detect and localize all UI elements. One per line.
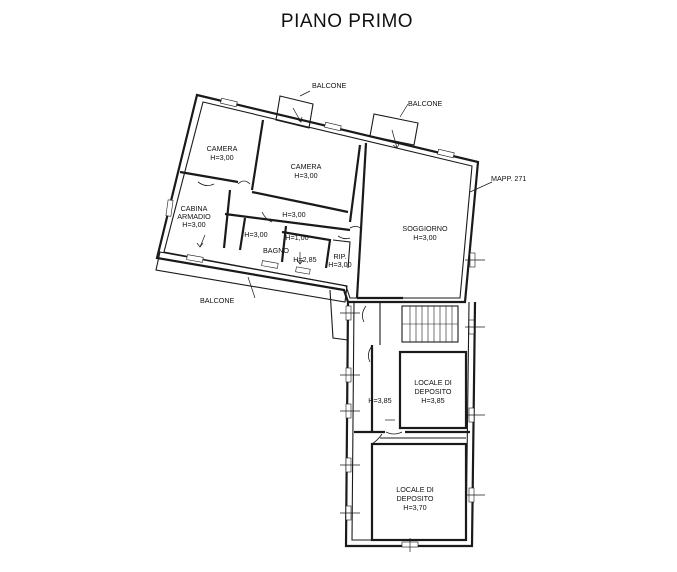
doors bbox=[196, 180, 403, 445]
deposito-1-name-line1: LOCALE DI bbox=[414, 378, 452, 387]
camera-2-height: H=3,00 bbox=[294, 171, 317, 180]
rip-height: H=3,00 bbox=[328, 260, 351, 269]
lower-interior-walls bbox=[354, 345, 470, 542]
soggiorno-name: SOGGIORNO bbox=[402, 224, 448, 233]
parcel-ref-label: MAPP. 271 bbox=[491, 174, 526, 183]
rip-name: RIP. bbox=[333, 252, 346, 261]
corridor-left-height: H=3,00 bbox=[244, 230, 267, 239]
deposito-2-name-line1: LOCALE DI bbox=[396, 485, 434, 494]
deposito-2-name-line2: DEPOSITO bbox=[396, 494, 433, 503]
staircase bbox=[401, 305, 459, 343]
camera-2-name: CAMERA bbox=[291, 162, 322, 171]
deposito-1-height: H=3,85 bbox=[421, 396, 444, 405]
soggiorno-height: H=3,00 bbox=[413, 233, 436, 242]
balcony-top-left-label: BALCONE bbox=[312, 81, 347, 90]
corridor-upper-height: H=3,00 bbox=[282, 210, 305, 219]
deposito-1-name-line2: DEPOSITO bbox=[414, 387, 451, 396]
balcony-top-right-label: BALCONE bbox=[408, 99, 443, 108]
parcel-leader-line bbox=[469, 181, 493, 193]
shaft-height: H=1,00 bbox=[285, 233, 308, 242]
cabina-name-line2: ARMADIO bbox=[177, 212, 211, 221]
deposito-2-height: H=3,70 bbox=[403, 503, 426, 512]
corridor-lower-height: H=3,85 bbox=[368, 396, 391, 405]
bagno-height: H=2,85 bbox=[293, 255, 316, 264]
camera-1-height: H=3,00 bbox=[210, 153, 233, 162]
balcony-bottom-label: BALCONE bbox=[200, 296, 235, 305]
cabina-height: H=3,00 bbox=[182, 220, 205, 229]
bagno-name: BAGNO bbox=[263, 246, 289, 255]
room-labels: CAMERA H=3,00 CAMERA H=3,00 CABINA ARMAD… bbox=[177, 144, 452, 512]
plan-title: PIANO PRIMO bbox=[281, 11, 413, 32]
camera-1-name: CAMERA bbox=[207, 144, 238, 153]
balconies: BALCONE BALCONE BALCONE bbox=[155, 81, 443, 341]
windows bbox=[165, 97, 485, 552]
cabina-name-line1: CABINA bbox=[181, 204, 208, 213]
interior-walls bbox=[179, 119, 403, 345]
